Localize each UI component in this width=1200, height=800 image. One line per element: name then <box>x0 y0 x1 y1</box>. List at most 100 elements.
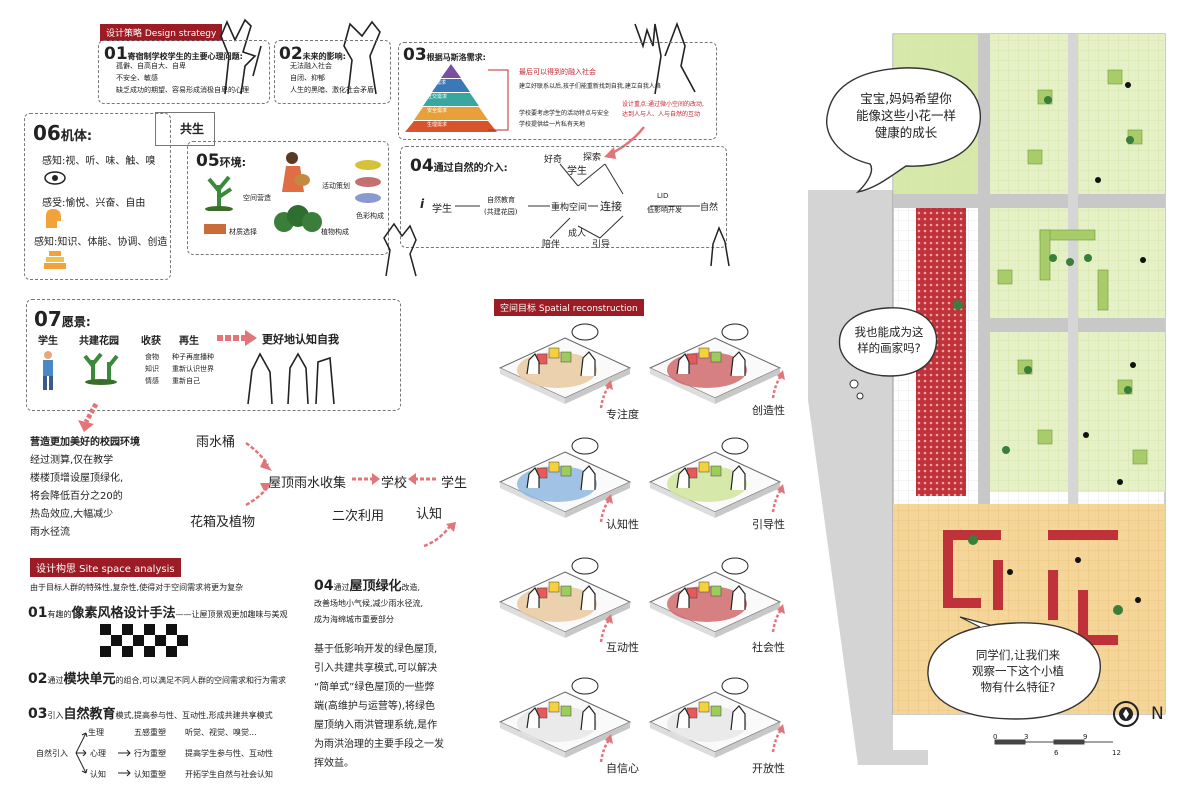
spatial-label: 自信心 <box>606 762 639 775</box>
spatial-label: 创造性 <box>752 404 785 417</box>
speech-bubble <box>826 67 981 194</box>
spatial-label: 认知性 <box>606 518 639 531</box>
site-analysis-tag: 设计构思 Site space analysis <box>30 558 181 577</box>
spatial-label: 专注度 <box>606 408 639 421</box>
vision-box <box>26 299 401 411</box>
environment-box <box>187 141 389 255</box>
bubble-line: 健康的成长 <box>874 125 938 140</box>
arrow-up-icon <box>771 370 785 399</box>
figure-doodle-icon <box>383 222 417 277</box>
tree-arrows <box>75 732 131 777</box>
speech-bubble <box>838 307 938 400</box>
head-icon <box>46 209 61 228</box>
arrow-up-icon <box>599 614 613 643</box>
campus-title: 营造更加美好的校园环境 <box>30 437 140 448</box>
figure-doodle-icon <box>710 225 730 267</box>
stack-icon <box>44 251 66 269</box>
arrow-down-icon <box>78 402 99 432</box>
impact-line: 无法融入社会 <box>290 62 332 70</box>
body-box <box>24 113 171 280</box>
figure-doodle-icon <box>220 18 262 95</box>
bubble-line: 样的画家吗? <box>857 341 921 355</box>
maslow-box <box>398 42 717 140</box>
bubble-line: 宝宝,妈妈希望你 <box>860 91 952 106</box>
bubble-line: 物有什么特征? <box>980 680 1056 694</box>
problems-box <box>98 40 270 104</box>
figure-doodle-icon <box>634 21 696 95</box>
spatial-diagram <box>498 437 632 518</box>
problem-line: 孤僻、自高自大、自卑 <box>116 62 186 70</box>
spatial-label: 开放性 <box>752 762 785 775</box>
spatial-diagram <box>648 557 782 638</box>
gongsheng-box <box>155 112 215 146</box>
arrow-icon <box>423 522 456 548</box>
arrow-up-icon <box>599 380 613 409</box>
spatial-diagram <box>648 437 782 518</box>
spatial-label: 社会性 <box>752 641 785 654</box>
section-number: 06 <box>33 121 61 145</box>
north-label: N <box>1151 704 1164 724</box>
shrub-icon <box>274 205 322 232</box>
impact-line: 自闭、抑郁 <box>290 74 325 82</box>
plant-icon <box>205 175 233 211</box>
compass-icon <box>1113 701 1139 727</box>
spatial-tag: 空间目标 Spatial reconstruction <box>494 299 644 316</box>
spatial-diagram <box>648 323 782 404</box>
arrow-up-icon <box>771 604 785 633</box>
figure-doodle-icon <box>247 352 335 405</box>
maslow-pyramid-icon <box>405 64 497 132</box>
section-title: 根据马斯洛需求: <box>426 53 486 62</box>
body-line: 感知:视、听、味、触、嗅 <box>42 156 156 167</box>
nature-intervention-box <box>400 146 727 248</box>
arrow-up-icon <box>599 734 613 763</box>
section-number: 03 <box>403 45 427 65</box>
section-title: 环境: <box>219 156 247 169</box>
color-swatch-icon <box>355 160 381 203</box>
impact-line: 人生的黑暗、激化社会矛盾 <box>290 86 374 94</box>
eye-icon <box>44 171 66 185</box>
garden-icon <box>83 352 119 385</box>
section-title: 愿景: <box>61 315 91 329</box>
material-icon <box>204 224 226 234</box>
body-line: 感受:愉悦、兴奋、自由 <box>42 198 146 209</box>
section-number: 07 <box>34 307 62 331</box>
intervention-diagram <box>455 163 700 239</box>
design-strategy-tag: 设计策略 Design strategy <box>100 24 223 41</box>
spatial-label: 引导性 <box>752 518 785 531</box>
maslow-red-note: 最后可以得到的融入社会 <box>519 68 596 76</box>
section-title: 通过自然的介入: <box>433 163 508 174</box>
spatial-label: 互动性 <box>606 641 639 654</box>
bubble-line: 观察一下这个小植 <box>972 664 1064 678</box>
bubble-line: 同学们,让我们来 <box>975 648 1061 662</box>
section-number: 05 <box>196 151 220 171</box>
person-guitar-icon <box>282 152 310 192</box>
gongsheng-label: 共生 <box>180 122 205 136</box>
speech-bubble <box>927 616 1101 720</box>
arrow-up-icon <box>599 494 613 523</box>
pixel-pattern-icon <box>100 624 188 657</box>
section-number: 02 <box>279 44 303 64</box>
section-title: 未来的影响: <box>302 52 346 61</box>
section-title: 机体: <box>60 129 93 144</box>
spatial-diagram <box>498 557 632 638</box>
bubble-line: 我也能成为这 <box>854 325 924 339</box>
spatial-diagram <box>498 677 632 758</box>
section-number: 01 <box>104 44 128 64</box>
figure-doodle-icon <box>343 20 381 95</box>
impact-box <box>274 40 391 104</box>
section-title: 寄宿制学校学生的主要心理问题: <box>127 52 243 61</box>
arrow-icon <box>604 126 645 159</box>
body-line: 感知:知识、体能、协调、创造 <box>34 237 168 248</box>
arrow-icon <box>217 330 257 346</box>
arrow-up-icon <box>771 484 785 513</box>
problem-line: 缺乏成功的期望、容易形成消极自卑的心理 <box>116 86 249 94</box>
arrow-up-icon <box>771 724 785 753</box>
vision-goal: 更好地认知自我 <box>262 333 339 346</box>
bubble-line: 能像这些小花一样 <box>855 108 956 123</box>
section-number: 04 <box>410 156 434 176</box>
problem-line: 不安全、敏感 <box>116 74 158 82</box>
flow-arrows <box>245 441 436 507</box>
spatial-diagram <box>648 677 782 758</box>
student-figure-icon <box>43 351 53 390</box>
spatial-diagram <box>498 323 632 404</box>
